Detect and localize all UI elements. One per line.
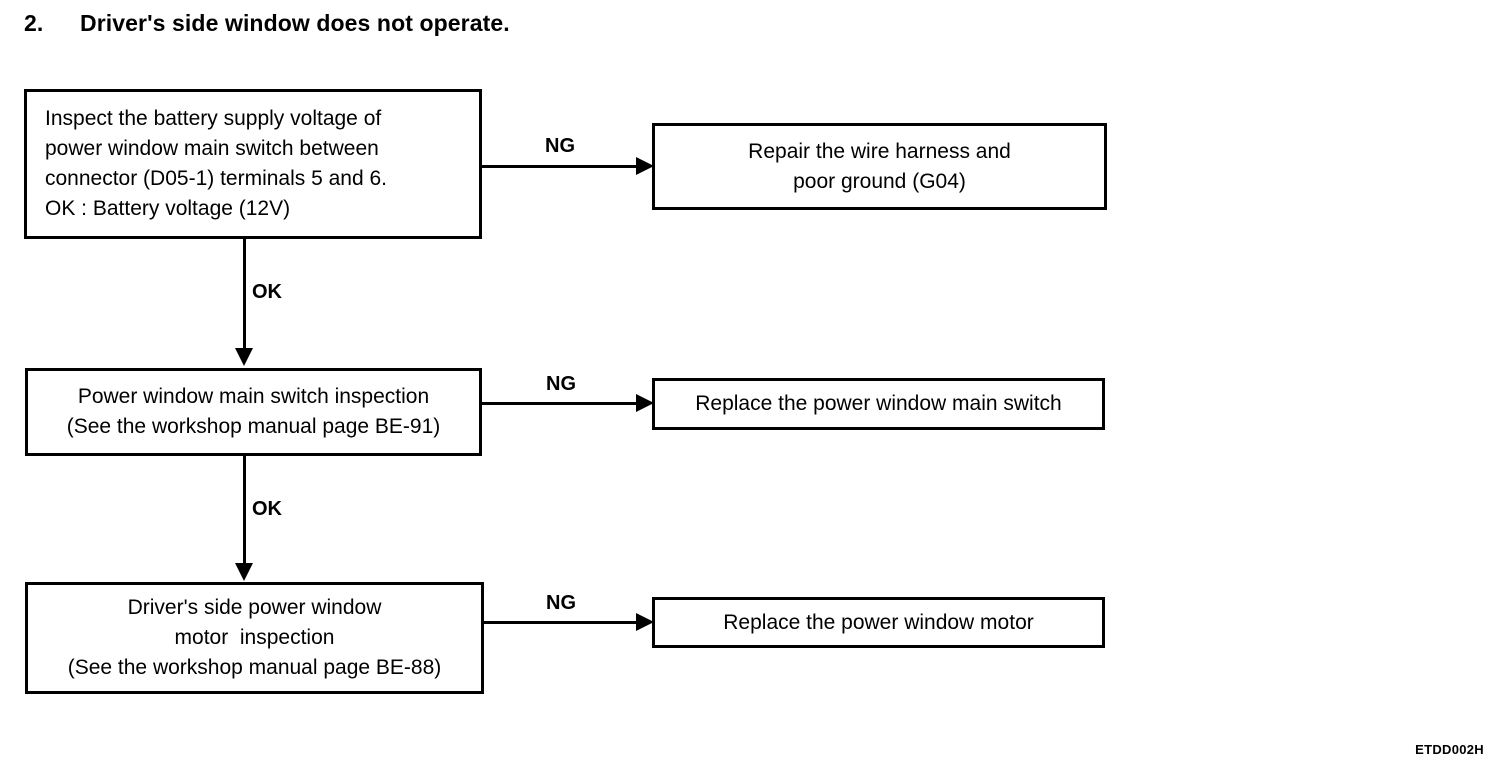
figure-code: ETDD002H [1415, 742, 1484, 757]
node-replace-motor: Replace the power window motor [652, 597, 1105, 648]
node-text-line: Replace the power window motor [723, 610, 1034, 634]
node-text-line: (See the workshop manual page BE-91) [66, 415, 441, 438]
arrow-right-icon [636, 613, 654, 631]
arrow-right-icon [636, 157, 654, 175]
arrow-right-icon [636, 394, 654, 412]
node-text-line: poor ground (G04) [793, 169, 966, 193]
node-text-line: Inspect the battery supply voltage of [45, 107, 382, 130]
page-title-number: 2. [24, 10, 44, 36]
edge-label-ng-2: NG [546, 373, 576, 395]
node-text-line: Replace the power window main switch [695, 392, 1062, 415]
node-text-line: power window main switch between [45, 137, 379, 160]
node-text-line: Repair the wire harness and [748, 139, 1011, 163]
node-text-line: Power window main switch inspection [77, 385, 430, 408]
edge-label-ng-1: NG [545, 135, 575, 157]
page-title: 2. Driver's side window does not operate. [24, 10, 510, 37]
edge-ng-3-line [484, 621, 642, 624]
edge-label-ok-1: OK [252, 281, 282, 303]
node-motor-inspection: Driver's side power window motor inspect… [25, 582, 484, 694]
page-title-text: Driver's side window does not operate. [80, 10, 510, 36]
node-main-switch-inspection: Power window main switch inspection (See… [25, 368, 482, 456]
node-repair-wire-harness: Repair the wire harness and poor ground … [652, 123, 1107, 210]
node-replace-main-switch: Replace the power window main switch [652, 378, 1105, 430]
edge-label-ok-2: OK [252, 498, 282, 520]
node-text-line: (See the workshop manual page BE-88) [67, 656, 442, 679]
node-text-line: Driver's side power window [127, 596, 382, 619]
node-text-line: connector (D05-1) terminals 5 and 6. [45, 167, 387, 190]
arrow-down-icon [235, 348, 253, 366]
edge-ng-1-line [482, 165, 642, 168]
node-text-line: motor inspection [174, 626, 335, 649]
node-text-line: OK : Battery voltage (12V) [45, 197, 291, 220]
edge-ok-1-line [243, 239, 246, 351]
arrow-down-icon [235, 563, 253, 581]
node-inspect-battery-voltage: Inspect the battery supply voltage of po… [24, 89, 482, 239]
edge-ok-2-line [243, 456, 246, 566]
edge-label-ng-3: NG [546, 592, 576, 614]
edge-ng-2-line [482, 402, 642, 405]
